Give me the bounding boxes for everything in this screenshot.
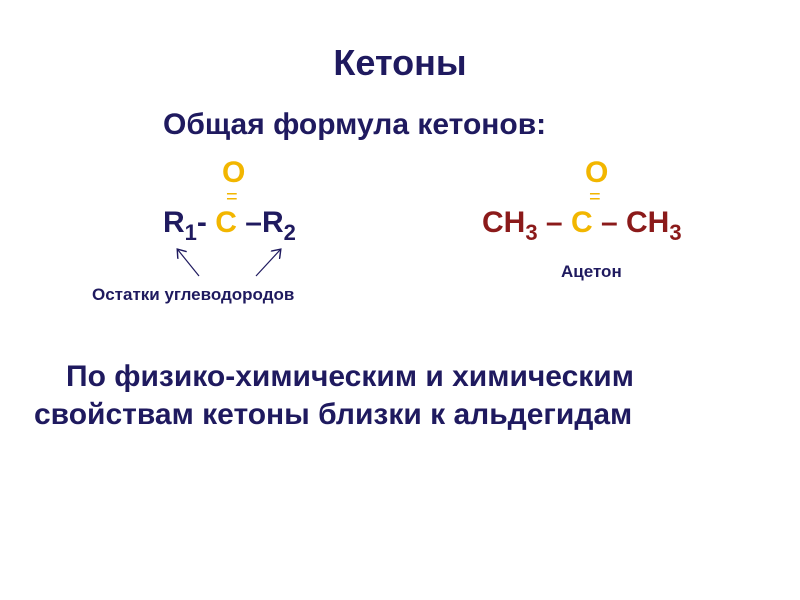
- acetone-dash2: – CH: [592, 206, 670, 239]
- acetone-left: CH: [482, 206, 526, 239]
- general-double-bond: =: [226, 186, 238, 208]
- acetone-formula-line: CH3 – C – CH3: [482, 206, 682, 244]
- acetone-caption: Ацетон: [561, 262, 622, 281]
- arrow-to-r2: [255, 250, 280, 277]
- general-r1-sub: 1: [184, 220, 197, 245]
- paragraph-line-2: свойствам кетоны близки к альдегидам: [34, 398, 633, 431]
- general-caption: Остатки углеводородов: [92, 285, 295, 304]
- general-r1: R: [163, 206, 185, 239]
- general-carbon: C: [215, 206, 237, 239]
- general-formula-line: R1- C –R2: [163, 206, 296, 244]
- acetone-dash1: –: [537, 206, 571, 239]
- general-r2-sub: 2: [283, 220, 296, 245]
- acetone-oxygen: O: [585, 156, 609, 189]
- slide-subtitle: Общая формула кетонов:: [163, 108, 547, 141]
- acetone-carbon: C: [570, 206, 593, 239]
- acetone-left-sub: 3: [525, 220, 538, 245]
- general-dash1: -: [196, 206, 216, 239]
- arrow-to-r1: [178, 250, 200, 277]
- slide-title: Кетоны: [333, 42, 467, 83]
- general-dash2: –R: [236, 206, 284, 239]
- acetone-double-bond: =: [589, 186, 601, 208]
- acetone-right-sub: 3: [669, 220, 682, 245]
- paragraph-line-1: По физико-химическим и химическим: [66, 360, 634, 393]
- general-oxygen: O: [222, 156, 246, 189]
